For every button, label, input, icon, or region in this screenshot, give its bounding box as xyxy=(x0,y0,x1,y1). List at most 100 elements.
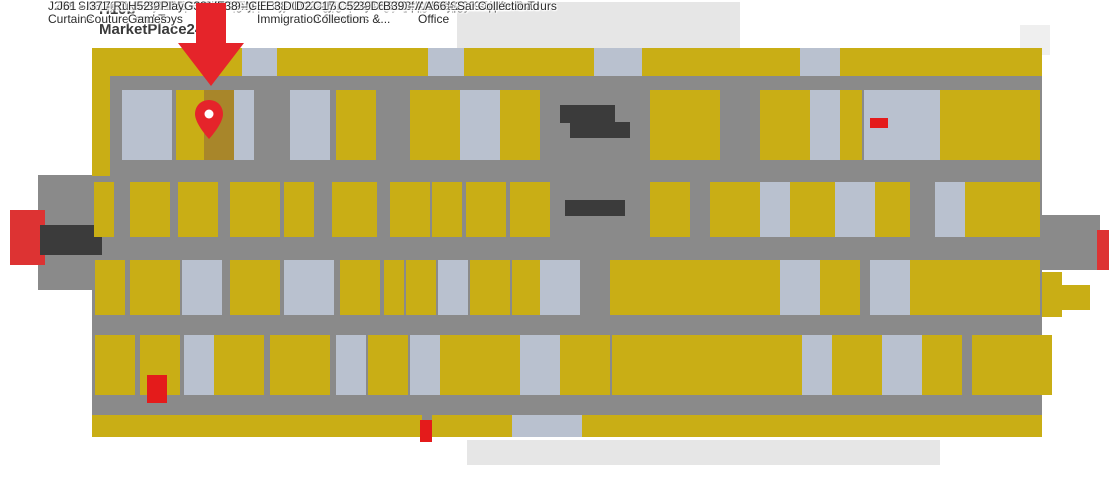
booth-a-row[interactable] xyxy=(672,415,762,437)
booth-ed-row[interactable] xyxy=(284,260,334,315)
booth-j-row[interactable] xyxy=(277,48,332,76)
booth-cb-row[interactable] xyxy=(95,335,135,395)
booth-label-h52[interactable]: H52 - Playmo Games xyxy=(128,0,208,26)
booth-label-f38[interactable]: F38 - Chicxy Collection xyxy=(217,0,340,13)
booth-hi-row[interactable] xyxy=(904,90,940,160)
booth-gf-row[interactable] xyxy=(130,182,170,237)
booth-cb-row[interactable] xyxy=(692,335,742,395)
booth-cb-row[interactable] xyxy=(184,335,214,395)
booth-cb-row[interactable] xyxy=(802,335,832,395)
booth-label-f15[interactable]: F15 - Bathala xyxy=(219,0,291,13)
booth-label-f27[interactable]: F27 - Hermi's Hair xyxy=(219,0,316,13)
booth-label-a02[interactable]: A02 - Moon Travel & Tours xyxy=(415,0,557,13)
booth-j-row[interactable] xyxy=(380,48,428,76)
booth-gf-row[interactable] xyxy=(935,182,965,237)
center-structure[interactable] xyxy=(565,200,625,216)
booth-label-b17[interactable]: B17 - 291 sq ft xyxy=(386,0,464,13)
booth-j-row[interactable] xyxy=(682,48,742,76)
booth-cb-row[interactable] xyxy=(832,335,882,395)
booth-a-row[interactable] xyxy=(432,415,512,437)
booth-cb-row[interactable] xyxy=(270,335,330,395)
booth-label-b09[interactable]: B09 - Bowline Services xyxy=(388,0,511,13)
booth-j-row[interactable] xyxy=(840,48,920,76)
booth-j-row[interactable] xyxy=(464,48,519,76)
booth-gf-row[interactable] xyxy=(790,182,835,237)
booth-a-row[interactable] xyxy=(202,415,302,437)
booth-label-e25[interactable]: E25 - DYK Post xyxy=(265,0,349,13)
center-structure[interactable] xyxy=(570,122,630,138)
booth-cb-row[interactable] xyxy=(922,335,962,395)
booth-ed-row[interactable] xyxy=(690,260,730,315)
booth-label-a33a[interactable]: A33a - 149 sq ft xyxy=(422,0,507,13)
booth-label-e38[interactable]: E38 - Chicxy Collections xyxy=(266,0,396,13)
booth-cb-row[interactable] xyxy=(336,335,366,395)
booth-j-row[interactable] xyxy=(800,48,840,76)
booth-ed-row[interactable] xyxy=(95,260,125,315)
booth-left-col[interactable] xyxy=(92,76,110,176)
booth-ed-row[interactable] xyxy=(650,260,690,315)
booth-label-j58[interactable]: J58 - Sew Spiration xyxy=(56,0,160,13)
booth-ed-row[interactable] xyxy=(438,260,468,315)
booth-label-i37[interactable]: I37 - Rukhsar Amin Haute Couture xyxy=(86,0,236,26)
booth-cb-row[interactable] xyxy=(972,335,1032,395)
booth-hi-row[interactable] xyxy=(690,90,720,160)
booth-label-j02[interactable]: J02 - Zen Accessories xyxy=(57,0,175,13)
booth-label-d22[interactable]: D22 - MJ Travel xyxy=(294,0,379,13)
booth-a-row[interactable] xyxy=(902,415,942,437)
booth-j-row[interactable] xyxy=(519,48,594,76)
booth-ed-row[interactable] xyxy=(512,260,542,315)
booth-ed-row[interactable] xyxy=(540,260,580,315)
booth-gf-row[interactable] xyxy=(432,182,462,237)
booth-ed-row[interactable] xyxy=(730,260,780,315)
booth-label-e16[interactable]: E16 - Global Fos Immigration Services &.… xyxy=(257,0,407,26)
booth-label-f05[interactable]: F05 - Bento Gaming xyxy=(221,0,329,13)
booth-j-row[interactable] xyxy=(980,48,1042,76)
booth-label-e18[interactable]: E18 - Clothing Café xyxy=(266,0,371,13)
booth-gf-row[interactable] xyxy=(1020,182,1040,237)
booth-gf-row[interactable] xyxy=(650,182,690,237)
booth-j-row[interactable] xyxy=(332,48,380,76)
booth-gf-row[interactable] xyxy=(230,182,280,237)
booth-ed-row[interactable] xyxy=(130,260,180,315)
booth-label-b23[interactable]: B23 - Hidaya Fashion xyxy=(390,0,505,13)
booth-hi-row[interactable] xyxy=(980,90,1040,160)
booth-label-f29[interactable]: F29 - Perfume Boutique xyxy=(220,0,347,13)
booth-label-a66[interactable]: A66 - Sai Collection xyxy=(425,0,530,13)
booth-a-row[interactable] xyxy=(582,415,672,437)
booth-label-i10[interactable]: I10 - HK Collectibles xyxy=(100,0,209,13)
booth-label-c06b[interactable]: C06b - Boardgames 4 Us xyxy=(350,0,485,13)
booth-label-a13[interactable]: A13 - Sky Castle Head Office xyxy=(418,0,558,26)
booth-j-row[interactable] xyxy=(920,48,980,76)
booth-gf-row[interactable] xyxy=(332,182,377,237)
booth-ed-row[interactable] xyxy=(406,260,436,315)
booth-a-row[interactable] xyxy=(302,415,422,437)
booth-hi-row[interactable] xyxy=(410,90,460,160)
booth-gf-row[interactable] xyxy=(835,182,875,237)
booth-hi-row[interactable] xyxy=(650,90,690,160)
booth-red-marker[interactable] xyxy=(420,420,432,442)
booth-cb-row[interactable] xyxy=(882,335,922,395)
booth-cb-row[interactable] xyxy=(368,335,408,395)
booth-ed-row[interactable] xyxy=(780,260,820,315)
booth-gf-row[interactable] xyxy=(965,182,1020,237)
booth-cb-row[interactable] xyxy=(742,335,802,395)
booth-label-f16[interactable]: F16 - Memory Lane xyxy=(214,0,319,13)
booth-hi-row[interactable] xyxy=(336,90,376,160)
booth-ed-row[interactable] xyxy=(1042,272,1062,317)
booth-gf-row[interactable] xyxy=(284,182,314,237)
booth-ed-row[interactable] xyxy=(470,260,510,315)
booth-j-row[interactable] xyxy=(132,48,182,76)
booth-ed-row[interactable] xyxy=(230,260,280,315)
booth-hi-row[interactable] xyxy=(940,90,980,160)
booth-ed-row[interactable] xyxy=(820,260,860,315)
booth-gf-row[interactable] xyxy=(466,182,506,237)
booth-cb-row[interactable] xyxy=(612,335,652,395)
booth-ed-row[interactable] xyxy=(910,260,950,315)
booth-gf-row[interactable] xyxy=(390,182,430,237)
booth-hi-row[interactable] xyxy=(290,90,330,160)
booth-cb-row[interactable] xyxy=(410,335,440,395)
booth-label-c08[interactable]: C08 - 436 sq ft xyxy=(351,0,430,13)
booth-label-j26[interactable]: J26 - Shangpin Blinds & Curtains xyxy=(48,0,188,26)
booth-cb-row[interactable] xyxy=(1032,335,1052,395)
booth-a-row[interactable] xyxy=(512,415,582,437)
